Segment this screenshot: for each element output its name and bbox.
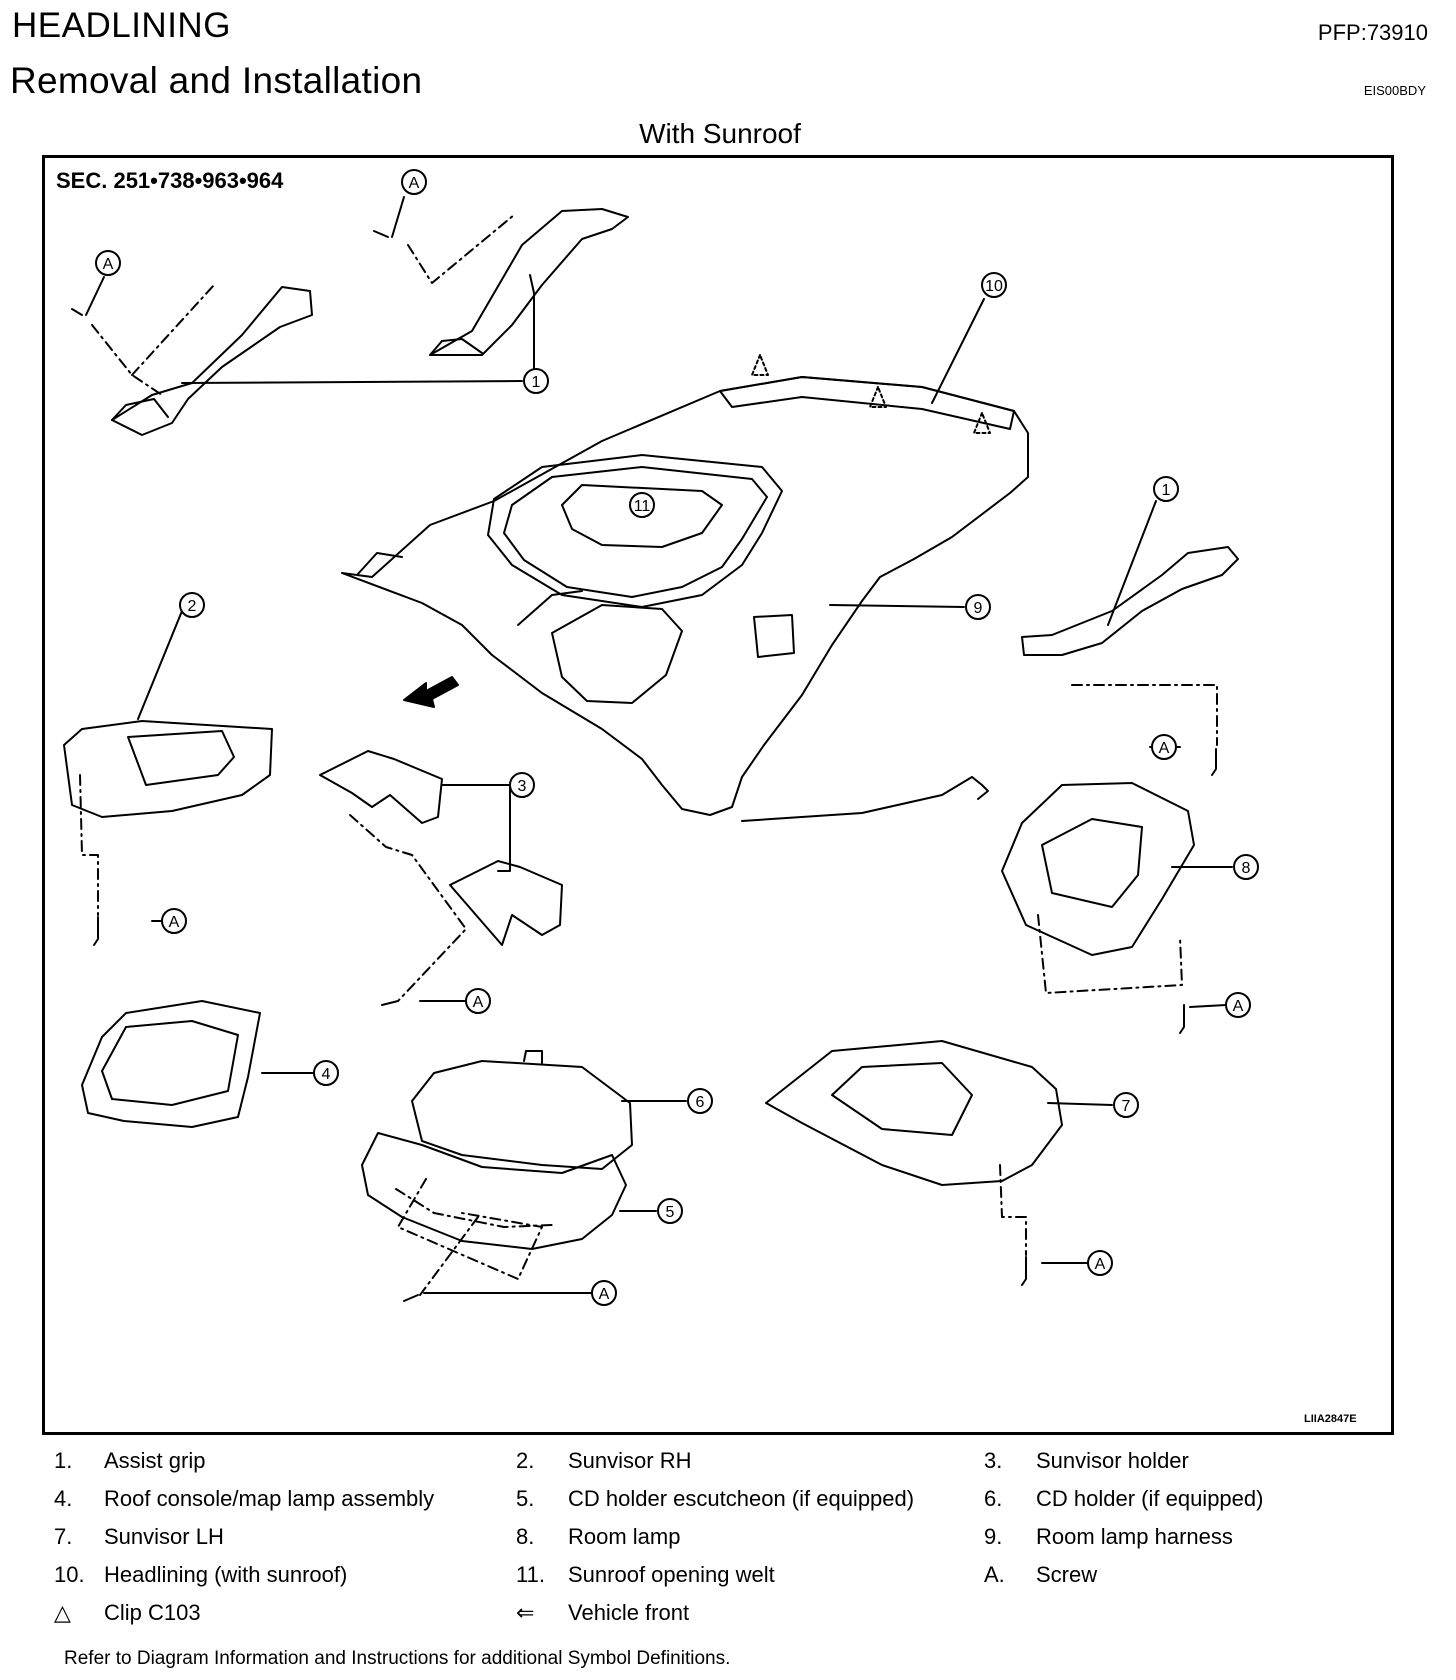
callout-11: 11 [634, 498, 651, 515]
callout-10: 10 [985, 278, 1003, 295]
callout-1: 1 [1162, 482, 1171, 499]
callout-A: A [599, 1286, 610, 1303]
sunvisor-rh [63, 720, 273, 818]
legend-num: 2. [516, 1448, 535, 1473]
callout-A: A [409, 175, 420, 192]
legend-num: 10. [54, 1562, 85, 1587]
legend-num: 3. [984, 1448, 1003, 1473]
sunvisor-holder-top [319, 750, 443, 824]
callout-9: 9 [974, 600, 983, 617]
section-reference: SEC. 251•738•963•964 [56, 168, 284, 193]
legend-text: Vehicle front [568, 1600, 690, 1625]
legend-text: Sunvisor LH [104, 1524, 224, 1549]
screw-icon [93, 916, 99, 946]
legend-text: Roof console/map lamp assembly [104, 1486, 435, 1511]
figure-caption: With Sunroof [639, 118, 801, 149]
page-subtitle: Removal and Installation [10, 60, 423, 101]
sunroof-opening [487, 454, 783, 608]
legend-text: Sunroof opening welt [568, 1562, 775, 1587]
assist-grip-left [111, 286, 313, 436]
legend-text: Sunvisor RH [568, 1448, 692, 1473]
cd-holder-escutcheon [361, 1132, 627, 1250]
legend-text: Clip C103 [104, 1600, 201, 1625]
sunvisor-holder-bottom [449, 860, 563, 946]
callout-A: A [473, 994, 484, 1011]
callout-7: 7 [1122, 1098, 1131, 1115]
legend-num: 4. [54, 1486, 73, 1511]
assist-grip-top [429, 208, 629, 356]
callout-A: A [1095, 1256, 1106, 1273]
screw-icon [1021, 1256, 1027, 1286]
footnote: Refer to Diagram Information and Instruc… [64, 1648, 731, 1669]
legend-text: Headlining (with sunroof) [104, 1562, 348, 1587]
callout-A: A [1233, 998, 1244, 1015]
sunvisor-lh [765, 1040, 1063, 1186]
figure-frame [42, 155, 1394, 1435]
assist-grip-right [1021, 546, 1239, 656]
figure-id: LIIA2847E [1304, 1413, 1357, 1425]
legend-num: 9. [984, 1524, 1003, 1549]
callout-2: 2 [188, 598, 197, 615]
headlining-panel [341, 376, 1029, 816]
callout-A: A [1159, 740, 1170, 757]
legend-text: Screw [1036, 1562, 1098, 1587]
legend-text: Room lamp [568, 1524, 681, 1549]
legend-text: CD holder (if equipped) [1036, 1486, 1264, 1511]
screw-icon [403, 1294, 419, 1302]
callout-5: 5 [666, 1204, 675, 1221]
part-number: PFP:73910 [1317, 20, 1428, 45]
legend-num: 7. [54, 1524, 73, 1549]
page-title: HEADLINING [12, 6, 231, 45]
callout-1: 1 [532, 374, 541, 391]
screw-icon [1211, 748, 1217, 776]
legend-text: Sunvisor holder [1036, 1448, 1189, 1473]
legend-text: CD holder escutcheon (if equipped) [568, 1486, 915, 1511]
room-lamp [1001, 782, 1195, 956]
vehicle-front-arrow-icon: ⇐ [516, 1600, 535, 1625]
legend-num: 6. [984, 1486, 1003, 1511]
legend-num: 5. [516, 1486, 535, 1511]
vehicle-front-arrow [403, 676, 459, 708]
document-code: EIS00BDY [1363, 83, 1426, 98]
callout-4: 4 [322, 1066, 331, 1083]
legend-num: A. [984, 1562, 1005, 1587]
callout-6: 6 [696, 1094, 705, 1111]
room-lamp-box [753, 614, 795, 658]
clip-symbol-icon: △ [54, 1600, 71, 1625]
callout-A: A [169, 914, 180, 931]
callout-3: 3 [518, 778, 527, 795]
screw-icon [373, 230, 389, 238]
screw-icon [1179, 1004, 1185, 1034]
legend-num: 8. [516, 1524, 535, 1549]
legend-text: Assist grip [104, 1448, 206, 1473]
roof-console [81, 1000, 261, 1128]
legend-num: 1. [54, 1448, 73, 1473]
callout-8: 8 [1242, 860, 1251, 877]
exploded-view-diagram: 1 A A 10 9 11 1 2 3 8 4 6 5 7 A A A A A … [63, 169, 1259, 1306]
screw-icon [71, 308, 83, 316]
legend-text: Room lamp harness [1036, 1524, 1233, 1549]
callout-A: A [103, 256, 114, 273]
legend-num: 11. [516, 1562, 545, 1587]
screw-icon [381, 1000, 399, 1006]
cd-holder [411, 1060, 633, 1170]
